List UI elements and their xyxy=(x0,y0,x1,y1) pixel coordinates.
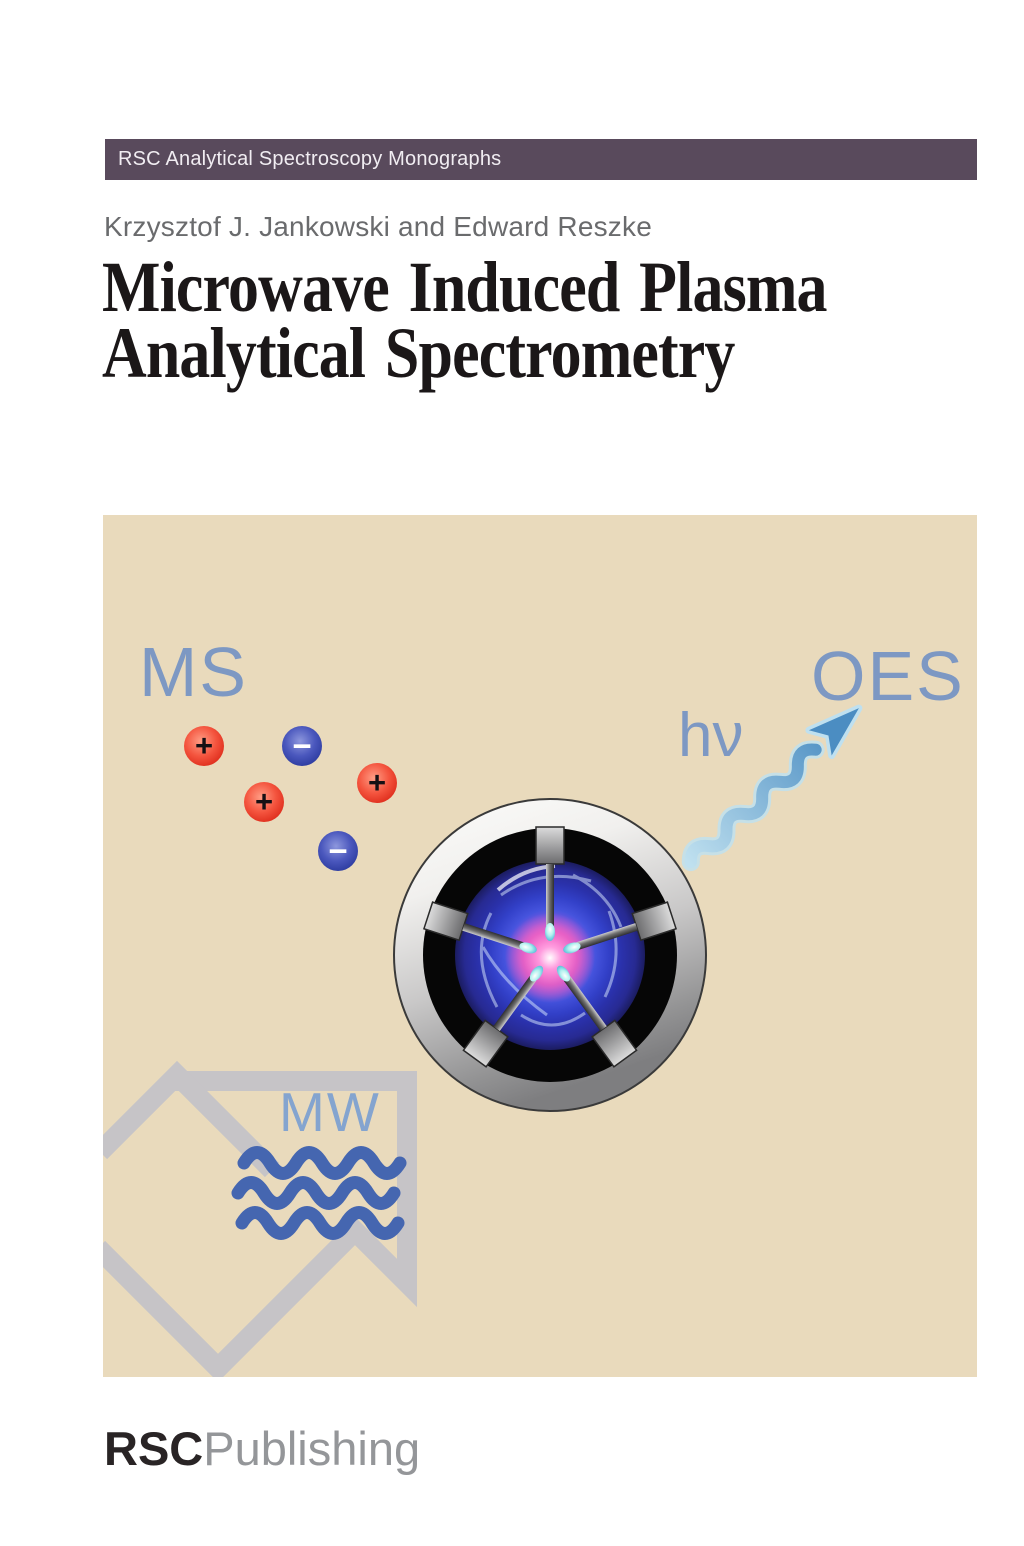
photon-arrow-head-core xyxy=(808,708,859,756)
microwave-waves xyxy=(231,1146,407,1240)
ion-cation: + xyxy=(184,726,224,766)
label-photon-hv: hν xyxy=(678,701,744,770)
label-microwave: MW xyxy=(279,1081,381,1143)
publisher-logo: RSCPublishing xyxy=(104,1421,420,1476)
plasma-device-illustration xyxy=(393,798,707,1112)
authors-line: Krzysztof J. Jankowski and Edward Reszke xyxy=(104,211,652,242)
ion-electron: − xyxy=(282,726,322,766)
publisher-logo-publishing: Publishing xyxy=(203,1422,421,1475)
book-title-line2: Analytical Spectrometry xyxy=(102,313,735,393)
cover-illustration: MS OES hν MW +−++− xyxy=(103,515,977,1377)
microwave-arrow-head-outline xyxy=(103,1071,417,1377)
label-mass-spectrometry: MS xyxy=(139,633,248,711)
microwave-wave-line xyxy=(235,1206,405,1240)
microwave-arrow xyxy=(103,1060,417,1377)
publisher-logo-rsc: RSC xyxy=(104,1422,204,1475)
microwave-wave-line xyxy=(231,1176,401,1210)
book-title-line1: Microwave Induced Plasma xyxy=(102,247,828,327)
ion-electron: − xyxy=(318,831,358,871)
ion-cation: + xyxy=(244,782,284,822)
illustration-graphics xyxy=(103,704,863,1377)
microwave-wave-line xyxy=(237,1146,407,1180)
book-title: Microwave Induced Plasma Analytical Spec… xyxy=(102,247,828,393)
microwave-arrow-shaft-outline xyxy=(103,1060,280,1178)
plasma-filaments xyxy=(479,873,623,1027)
series-banner-label: RSC Analytical Spectroscopy Monographs xyxy=(118,148,502,170)
photon-arrow-shaft xyxy=(684,743,822,869)
series-banner: RSC Analytical Spectroscopy Monographs xyxy=(105,139,977,180)
label-optical-emission-spectrometry: OES xyxy=(811,637,965,715)
photon-arrow xyxy=(681,704,863,872)
ion-cation: + xyxy=(357,763,397,803)
